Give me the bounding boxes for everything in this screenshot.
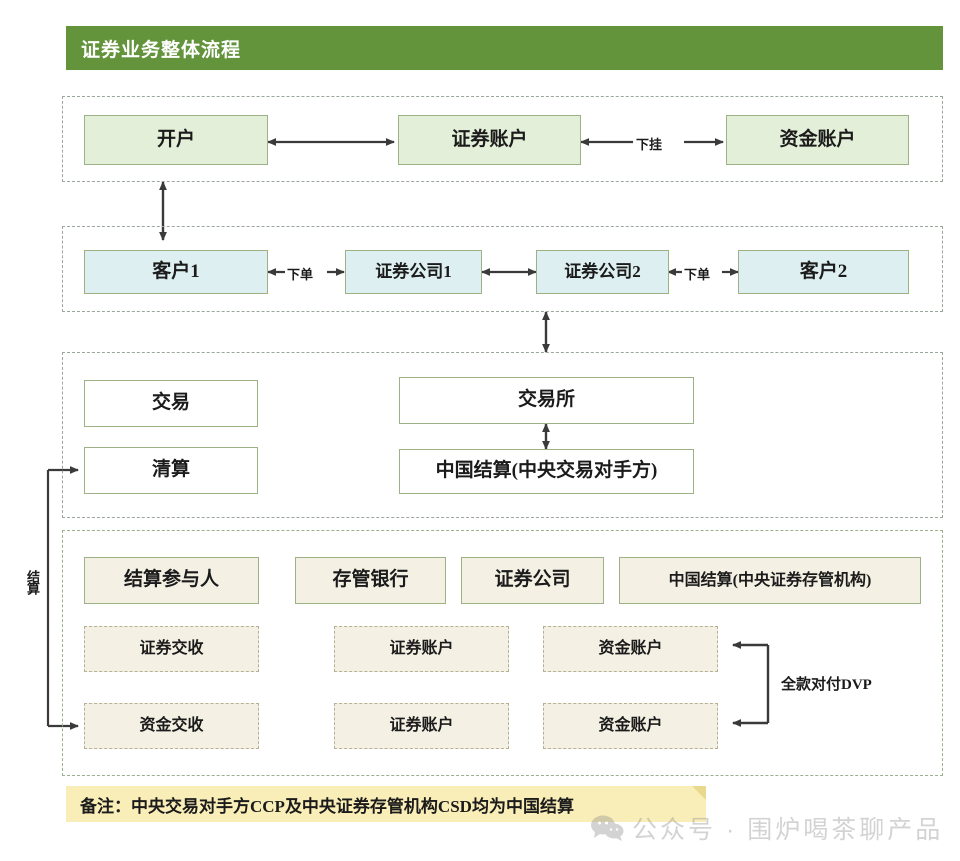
panel-settlement (62, 530, 943, 776)
box-securities-account-bank-2[interactable]: 证券账户 (334, 703, 509, 749)
box-broker-2[interactable]: 证券公司2 (536, 250, 669, 294)
watermark-text: 公众号 · 围炉喝茶聊产品 (632, 816, 944, 844)
box-broker-1[interactable]: 证券公司1 (345, 250, 482, 294)
diagram-title-bar: 证券业务整体流程 (66, 26, 943, 70)
box-trade[interactable]: 交易 (84, 380, 258, 427)
footer-note-text: 备注：中央交易对手方CCP及中央证券存管机构CSD均为中国结算 (80, 796, 574, 816)
box-fund-account-broker-2[interactable]: 资金账户 (543, 703, 718, 749)
box-securities-delivery[interactable]: 证券交收 (84, 626, 259, 672)
page-title: 证券业务整体流程 (81, 39, 242, 61)
box-chinaclear-csd[interactable]: 中国结算(中央证券存管机构) (619, 557, 921, 604)
box-securities-account[interactable]: 证券账户 (398, 115, 581, 165)
box-securities-account-bank[interactable]: 证券账户 (334, 626, 509, 672)
box-open-account[interactable]: 开户 (84, 115, 268, 165)
box-customer-2[interactable]: 客户2 (738, 250, 909, 294)
box-custodian-bank[interactable]: 存管银行 (295, 557, 446, 604)
box-exchange[interactable]: 交易所 (399, 377, 694, 424)
box-fund-delivery[interactable]: 资金交收 (84, 703, 259, 749)
box-settlement-participant[interactable]: 结算参与人 (84, 557, 259, 604)
box-fund-account[interactable]: 资金账户 (726, 115, 909, 165)
wechat-icon (590, 814, 624, 842)
watermark: 公众号 · 围炉喝茶聊产品 (590, 810, 943, 846)
edge-label-order-2: 下单 (682, 264, 713, 283)
panel-order-placing (62, 226, 943, 312)
edge-label-order-1: 下单 (285, 264, 316, 283)
edge-label-settlement: 结算 (25, 570, 40, 594)
edge-label-dvp: 全款对付DVP (781, 677, 872, 693)
edge-label-xiagua: 下挂 (634, 134, 665, 153)
box-securities-company[interactable]: 证券公司 (461, 557, 604, 604)
page-fold-icon (692, 786, 706, 800)
box-clearing[interactable]: 清算 (84, 447, 258, 494)
footer-note: 备注：中央交易对手方CCP及中央证券存管机构CSD均为中国结算 (66, 786, 706, 822)
panel-trade-clearing (62, 352, 943, 518)
box-chinaclear-ccp[interactable]: 中国结算(中央交易对手方) (399, 449, 694, 494)
panel-account-opening (62, 96, 943, 182)
box-customer-1[interactable]: 客户1 (84, 250, 268, 294)
box-fund-account-broker[interactable]: 资金账户 (543, 626, 718, 672)
